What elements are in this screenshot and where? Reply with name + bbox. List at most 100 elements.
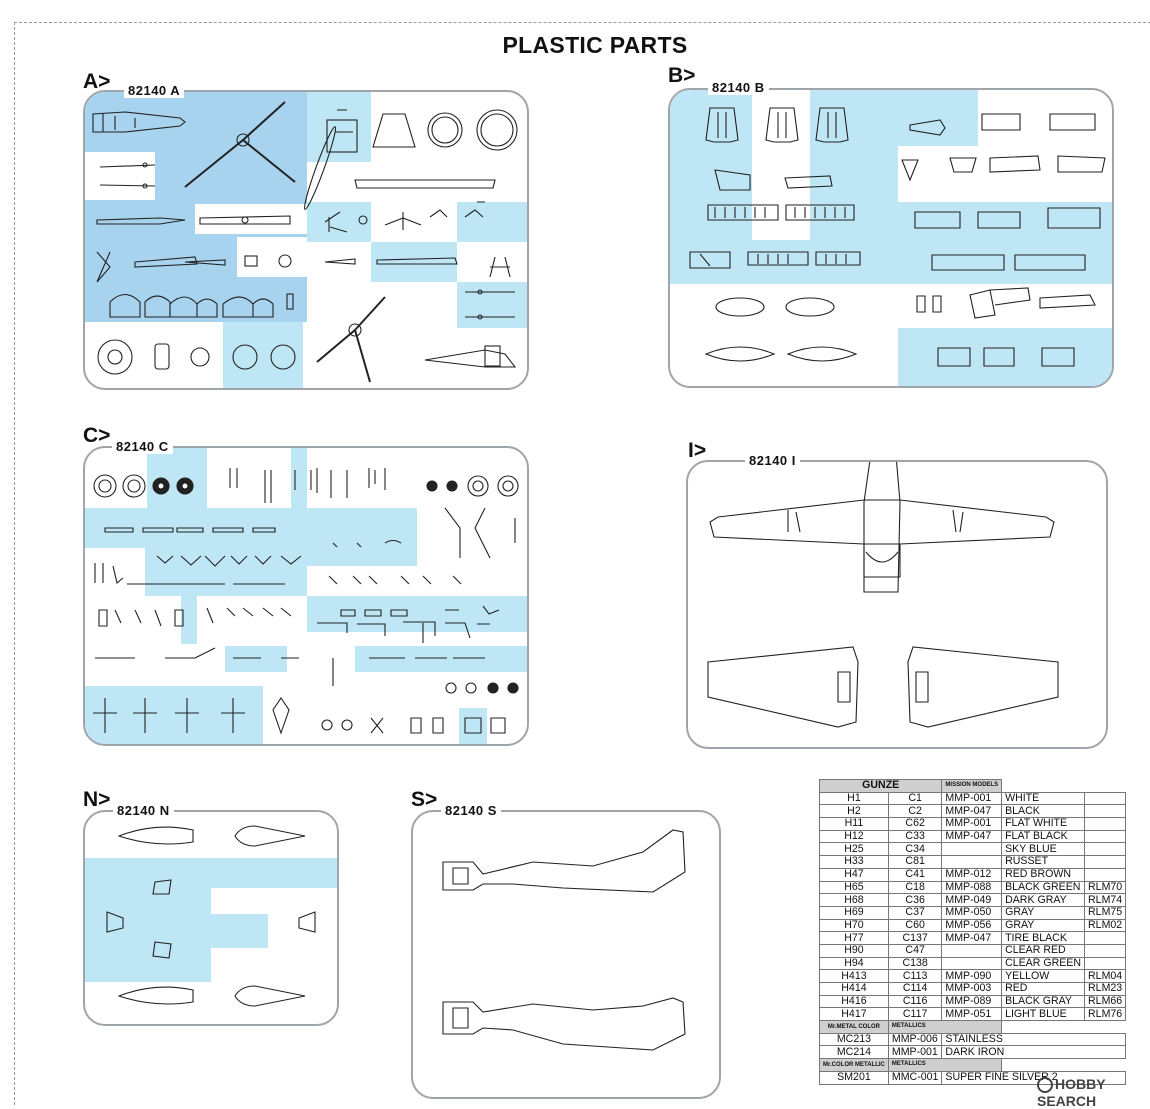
- table-cell: SUPER FINE SILVER 2: [941, 1070, 1127, 1085]
- table-cell: MC214: [819, 1045, 889, 1060]
- table-cell: C33: [887, 829, 943, 844]
- table-cell: [941, 855, 1003, 869]
- table-cell: Mr.COLOR METALLIC: [819, 1058, 889, 1072]
- table-cell: H47: [819, 867, 889, 882]
- sprue-s-code: 82140 S: [441, 804, 501, 818]
- table-cell: SKY BLUE: [1001, 842, 1086, 857]
- sprue-b-code: 82140 B: [708, 81, 769, 95]
- table-cell: MMP-056: [941, 918, 1003, 933]
- table-cell: RLM04: [1084, 969, 1127, 983]
- sprue-c-parts: [93, 468, 519, 735]
- table-cell: C116: [887, 994, 943, 1009]
- table-cell: [941, 842, 1003, 857]
- table-cell: MC213: [819, 1032, 889, 1047]
- table-cell: C36: [887, 893, 943, 907]
- sprue-n-blue-area: [85, 858, 211, 982]
- sprue-c-code: 82140 C: [112, 440, 173, 454]
- table-cell: RED: [1001, 982, 1086, 996]
- sprue-b-blue-area: [898, 240, 1112, 284]
- sprue-a-frame: [83, 90, 529, 390]
- table-cell: H65: [819, 880, 889, 895]
- sprue-a-blue-area: [371, 242, 457, 282]
- sprue-a-white-area: [237, 237, 307, 277]
- table-cell: RUSSET: [1001, 855, 1086, 869]
- table-cell: [941, 943, 1003, 958]
- table-cell: METALLICS: [887, 1058, 1003, 1072]
- table-cell: C113: [887, 969, 943, 983]
- table-cell: C1: [887, 791, 943, 806]
- table-cell: H25: [819, 842, 889, 857]
- table-cell: SM201: [819, 1070, 889, 1085]
- sprue-a-parts: [92, 101, 518, 383]
- table-cell: H94: [819, 956, 889, 971]
- sprue-a-white-area: [195, 204, 307, 234]
- table-cell: DARK IRON: [941, 1045, 1127, 1060]
- table-cell: [1084, 943, 1127, 958]
- sprue-n-blue-area: [211, 914, 268, 948]
- table-cell: FLAT BLACK: [1001, 829, 1086, 844]
- table-cell: C2: [887, 804, 943, 819]
- sprue-c-blue-area: [145, 548, 307, 596]
- sprue-c-blue-area: [459, 708, 487, 744]
- page-border: [14, 22, 1150, 1105]
- table-cell: H77: [819, 931, 889, 945]
- table-cell: H70: [819, 918, 889, 933]
- sprue-c-blue-area: [355, 646, 527, 672]
- sprue-i-frame: [686, 460, 1108, 749]
- sprue-i-parts: [707, 462, 1059, 728]
- table-cell: C138: [887, 956, 943, 971]
- table-cell: MMP-051: [941, 1007, 1003, 1022]
- sprue-s-frame: [411, 810, 721, 1099]
- sprue-a-blue-area: [457, 202, 527, 242]
- table-cell: H12: [819, 829, 889, 844]
- table-cell: [1084, 829, 1127, 844]
- table-cell: BLACK: [1001, 804, 1086, 819]
- table-cell: H417: [819, 1007, 889, 1022]
- table-cell: C18: [887, 880, 943, 895]
- table-cell: H90: [819, 943, 889, 958]
- table-cell: GRAY: [1001, 918, 1086, 933]
- sprue-c-blue-area: [225, 646, 287, 672]
- table-cell: [1084, 956, 1127, 971]
- sprue-b-frame: [668, 88, 1114, 388]
- table-cell: [1084, 804, 1127, 819]
- table-cell: C114: [887, 982, 943, 996]
- sprue-a-white-area: [85, 152, 155, 200]
- table-cell: C60: [887, 918, 943, 933]
- table-cell: RED BROWN: [1001, 867, 1086, 882]
- table-cell: METALLICS: [887, 1020, 1003, 1034]
- table-cell: C81: [887, 855, 943, 869]
- table-cell: C34: [887, 842, 943, 857]
- table-cell: MISSION MODELS: [941, 779, 1003, 793]
- table-cell: RLM70: [1084, 880, 1127, 895]
- table-cell: MMP-001: [941, 791, 1003, 806]
- table-cell: MMP-001: [941, 817, 1003, 831]
- table-cell: MMP-003: [941, 982, 1003, 996]
- table-cell: BLACK GRAY: [1001, 994, 1086, 1009]
- sprue-s-parts: [442, 829, 686, 1051]
- table-cell: MMP-089: [941, 994, 1003, 1009]
- table-cell: FLAT WHITE: [1001, 817, 1086, 831]
- table-cell: H416: [819, 994, 889, 1009]
- table-cell: H69: [819, 905, 889, 920]
- table-cell: C47: [887, 943, 943, 958]
- sprue-n-letter: N>: [83, 788, 111, 811]
- table-cell: MMP-088: [941, 880, 1003, 895]
- table-cell: H1: [819, 791, 889, 806]
- table-cell: C41: [887, 867, 943, 882]
- table-cell: [941, 956, 1003, 971]
